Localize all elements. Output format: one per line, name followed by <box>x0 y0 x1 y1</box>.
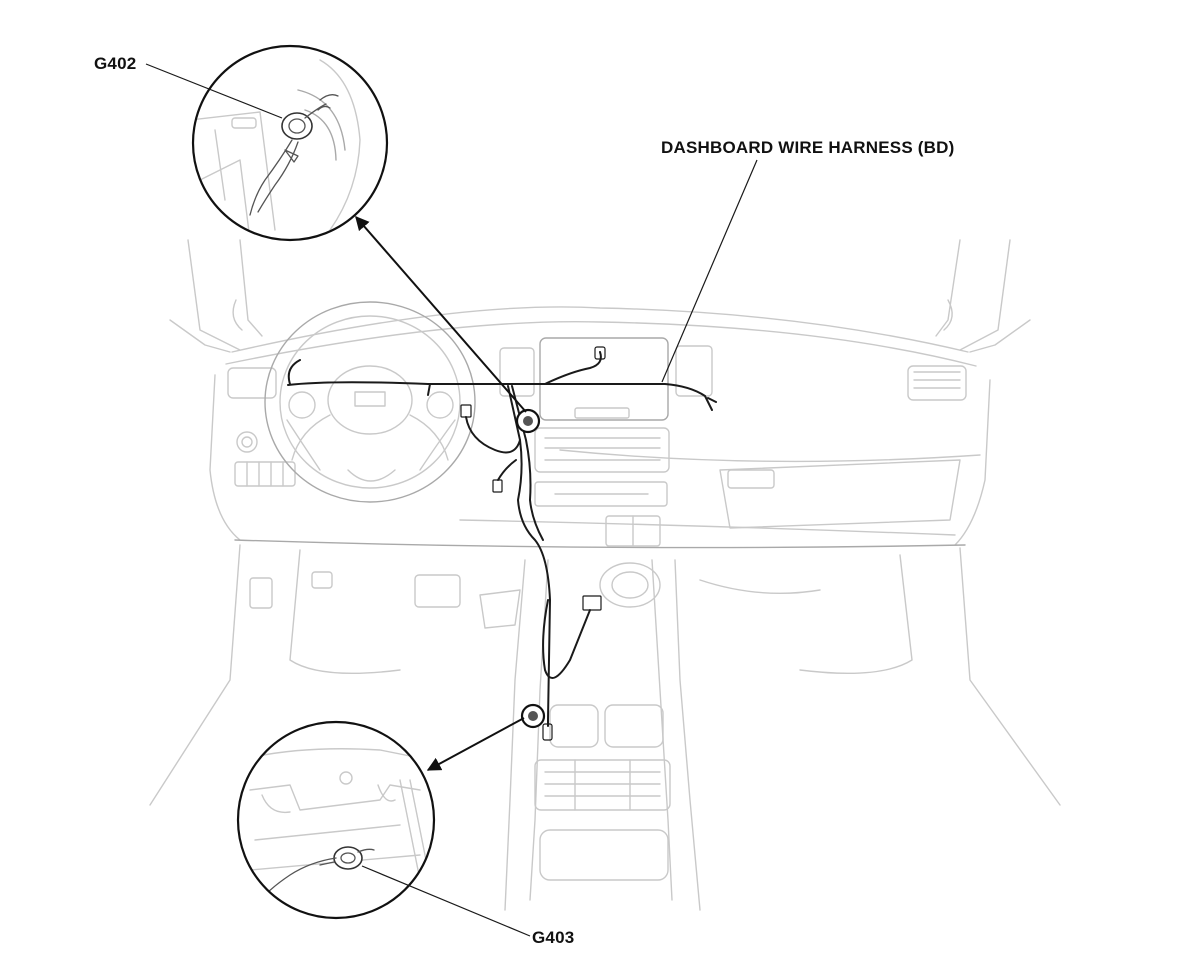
steering-wheel <box>264 301 476 503</box>
leader-lines <box>145 63 758 937</box>
detail-view-g402 <box>191 44 389 242</box>
label-g403: G403 <box>532 928 575 947</box>
ground-point-g403-marker <box>520 703 546 729</box>
label-g402: G402 <box>94 54 137 73</box>
ground-point-g402-marker <box>515 408 541 434</box>
detail-view-g403 <box>236 720 436 920</box>
dashboard-wire-harness <box>287 346 717 741</box>
label-dashboard-wire-harness: DASHBOARD WIRE HARNESS (BD) <box>661 138 955 157</box>
